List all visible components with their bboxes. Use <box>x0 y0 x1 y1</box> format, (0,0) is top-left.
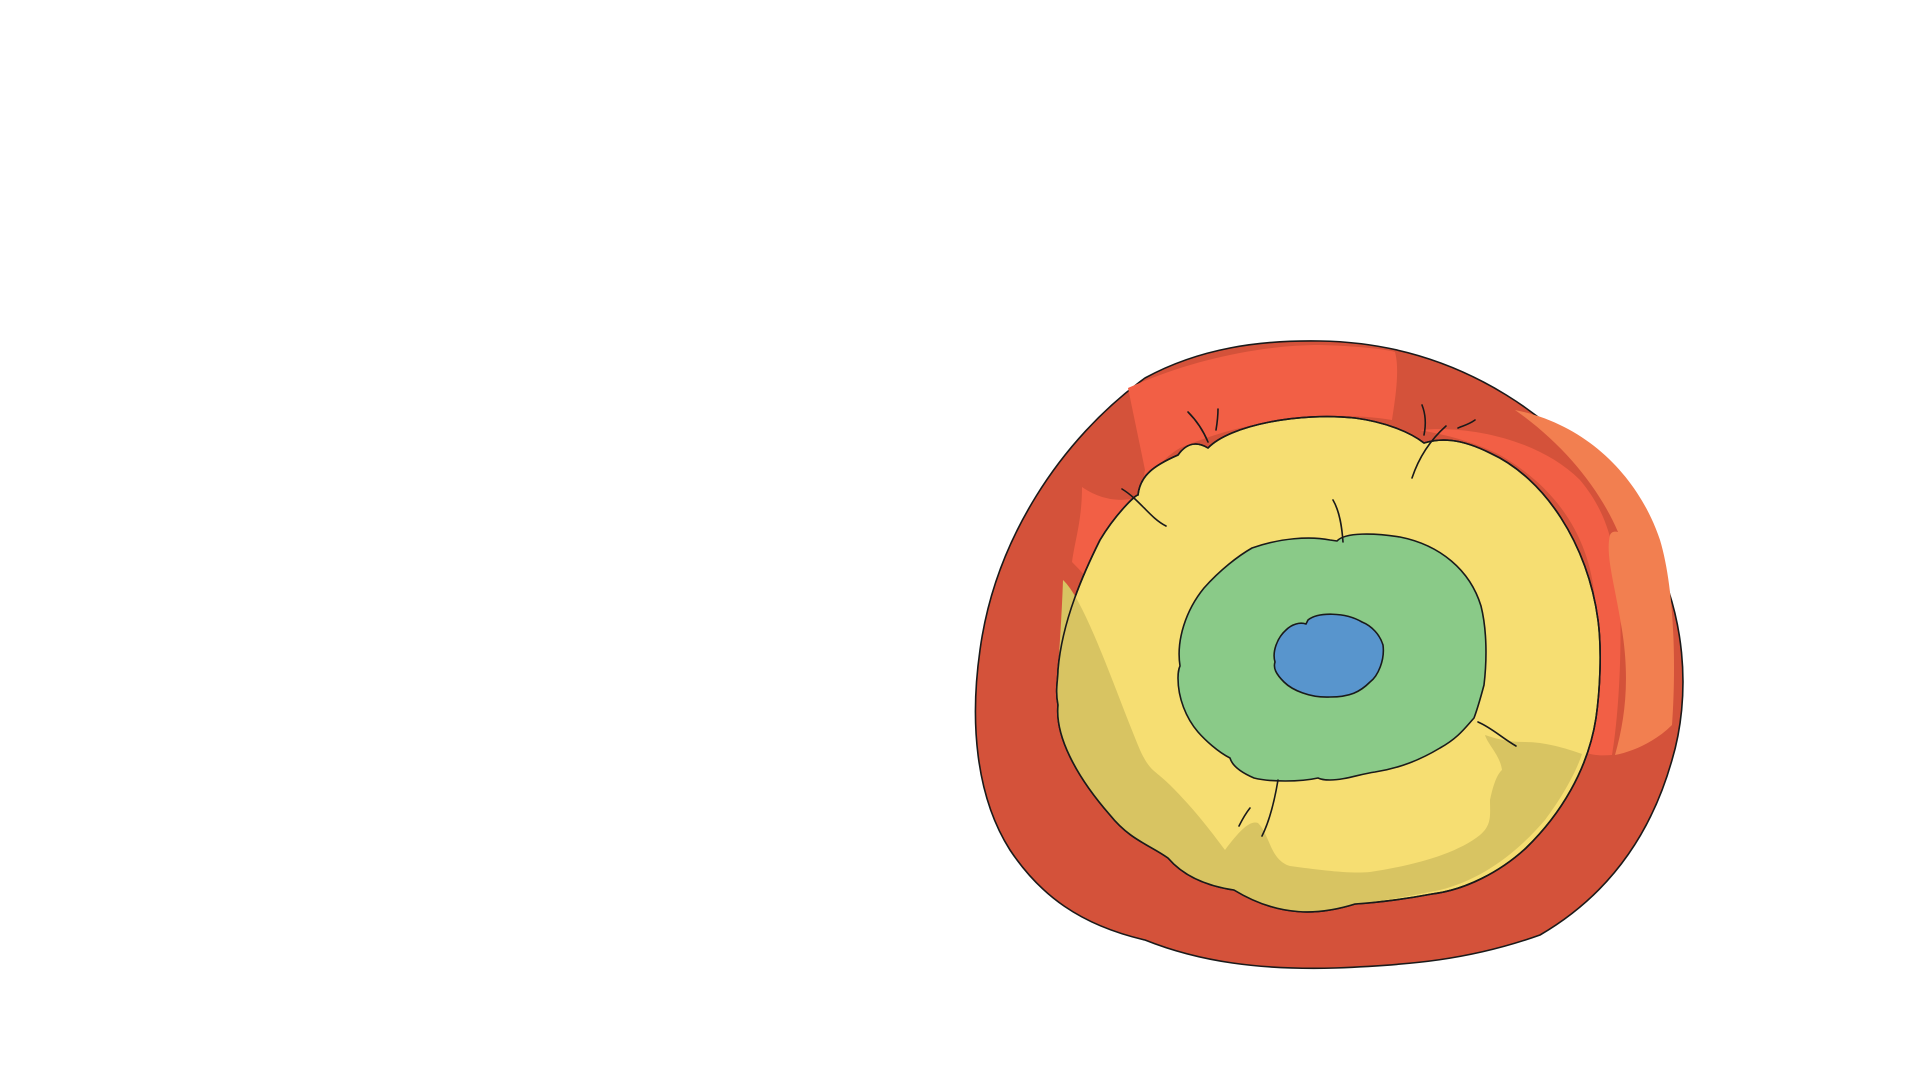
core <box>1273 613 1385 698</box>
outer-layer-light-band <box>1072 345 1398 640</box>
middle-layer-shadow <box>1056 580 1582 912</box>
outer-layer-highlight <box>1515 410 1675 755</box>
middle-layer-outline <box>1055 415 1601 913</box>
layered-sphere <box>974 340 1684 970</box>
surface-strokes <box>1121 404 1517 837</box>
outer-layer-right-light <box>1420 429 1621 756</box>
